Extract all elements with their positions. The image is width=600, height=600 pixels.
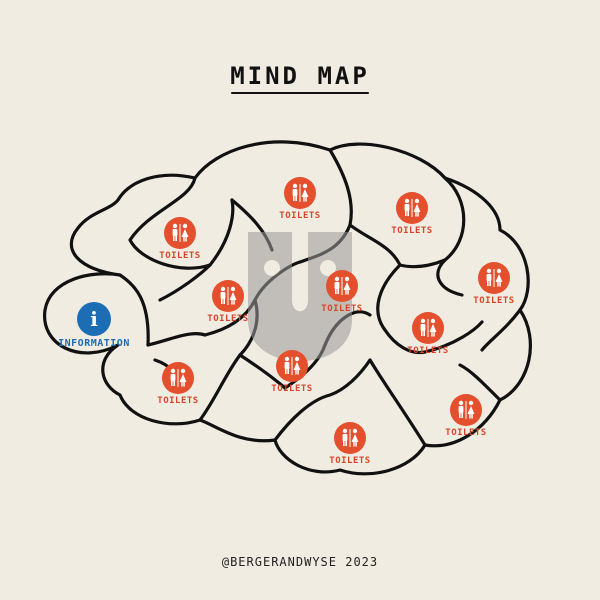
brain-fold	[118, 273, 150, 347]
toilet-label: TOILETS	[391, 226, 433, 236]
brain-fold	[146, 332, 207, 347]
toilet-icon	[212, 280, 244, 312]
toilet-label: TOILETS	[329, 456, 371, 466]
brain-fold	[398, 258, 447, 269]
information-label: INFORMATION	[58, 338, 130, 349]
toilet-icon	[276, 350, 308, 382]
toilet-marker: TOILETS	[183, 280, 273, 324]
toilet-label: TOILETS	[321, 304, 363, 314]
brain-fold	[158, 263, 212, 302]
toilet-marker: TOILETS	[247, 350, 337, 394]
toilet-icon	[412, 312, 444, 344]
page-title: MIND MAP	[230, 62, 370, 90]
brain-fold	[423, 320, 484, 354]
toilet-marker: TOILETS	[297, 270, 387, 314]
toilet-marker: TOILETS	[305, 422, 395, 466]
toilet-marker: TOILETS	[449, 262, 539, 306]
toilet-icon	[478, 262, 510, 294]
credit-text: @BERGERANDWYSE 2023	[221, 555, 379, 569]
brain-fold	[238, 353, 287, 390]
info-icon: i	[77, 302, 111, 336]
toilet-icon	[164, 217, 196, 249]
toilet-marker: TOILETS	[255, 177, 345, 221]
brain-fold	[208, 198, 235, 267]
toilet-label: TOILETS	[157, 396, 199, 406]
brain-fold	[436, 176, 466, 297]
brain-fold	[128, 176, 212, 270]
brain-fold	[458, 363, 502, 402]
brain-fold	[376, 263, 427, 355]
toilet-icon	[396, 192, 428, 224]
brain-fold	[273, 358, 372, 442]
toilet-label: TOILETS	[407, 346, 449, 356]
toilet-marker: TOILETS	[421, 394, 511, 438]
toilet-icon	[334, 422, 366, 454]
brain-fold	[368, 358, 427, 447]
toilet-label: TOILETS	[159, 251, 201, 261]
toilet-marker: TOILETS	[367, 192, 457, 236]
toilet-label: TOILETS	[207, 314, 249, 324]
toilet-label: TOILETS	[279, 211, 321, 221]
info-glyph: i	[90, 307, 98, 331]
toilet-label: TOILETS	[271, 384, 313, 394]
title-underline	[231, 92, 369, 94]
toilet-icon	[450, 394, 482, 426]
toilet-marker: TOILETS	[135, 217, 225, 261]
toilet-marker: TOILETS	[133, 362, 223, 406]
toilet-label: TOILETS	[445, 428, 487, 438]
toilet-icon	[326, 270, 358, 302]
brain-fold	[348, 223, 402, 267]
toilet-icon	[284, 177, 316, 209]
toilet-label: TOILETS	[473, 296, 515, 306]
toilet-icon	[162, 362, 194, 394]
toilet-marker: TOILETS	[383, 312, 473, 356]
brain-fold	[480, 308, 522, 352]
